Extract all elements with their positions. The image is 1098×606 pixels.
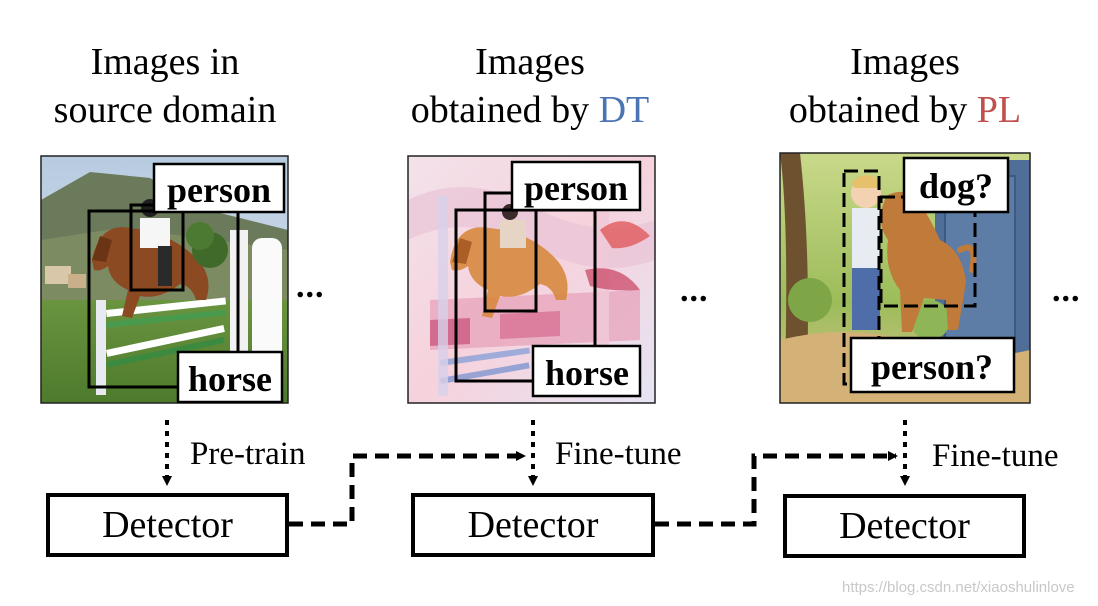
step-label-finetune-2: Fine-tune: [932, 438, 1059, 474]
step-label-pretrain: Pre-train: [190, 436, 306, 472]
label-person-3: person?: [871, 347, 993, 387]
ellipsis-3: ...: [1052, 272, 1081, 309]
arrow-transfer-1: [289, 451, 526, 527]
title-source: Images in source domain: [30, 38, 300, 134]
detector-box-2: Detector: [411, 493, 655, 557]
label-horse-1: horse: [188, 359, 272, 399]
title-pl: Images obtained by PL: [760, 38, 1050, 134]
source-image: person horse: [40, 155, 289, 404]
title-dt-line2: obtained by DT: [410, 89, 650, 131]
label-horse-2: horse: [545, 353, 629, 393]
detector-box-1: Detector: [46, 493, 289, 557]
ellipsis-2: ...: [680, 272, 709, 309]
title-source-line2: source domain: [53, 89, 277, 131]
label-person-2: person: [524, 168, 628, 208]
dt-image: person horse: [407, 155, 656, 404]
step-label-finetune-1: Fine-tune: [555, 436, 682, 472]
title-dt: Images obtained by DT: [385, 38, 675, 134]
ellipsis-1: ...: [296, 268, 325, 305]
title-pl-line2: obtained by PL: [788, 89, 1022, 131]
title-pl-highlight: PL: [976, 89, 1022, 131]
title-dt-highlight: DT: [598, 89, 650, 131]
watermark: https://blog.csdn.net/xiaoshulinlove: [842, 579, 1075, 596]
arrow-transfer-2: [655, 451, 898, 527]
detector-box-3: Detector: [783, 494, 1026, 558]
title-pl-line1: Images: [850, 41, 960, 83]
title-dt-line1: Images: [475, 41, 585, 83]
label-dog-3: dog?: [919, 166, 993, 206]
arrows: [162, 420, 910, 527]
label-person-1: person: [167, 170, 271, 210]
title-source-line1: Images in: [90, 41, 240, 83]
pl-image: dog? person?: [779, 152, 1031, 404]
